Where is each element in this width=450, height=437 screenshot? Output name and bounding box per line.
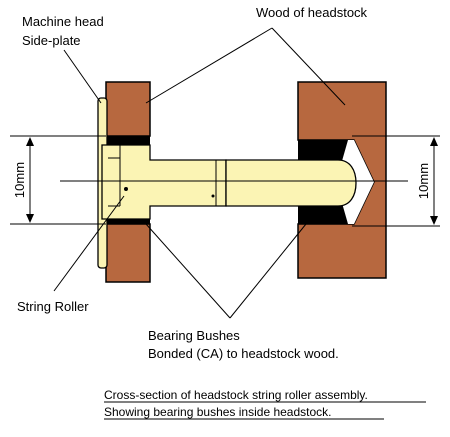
caption-line-2: Showing bearing bushes inside headstock. — [104, 405, 331, 419]
side-plate-label: Side-plate — [22, 33, 81, 48]
string-roller — [101, 144, 357, 220]
leader-lines — [53, 27, 346, 319]
machine-head-label: Machine head — [22, 14, 104, 29]
left-dimension: 10mm — [10, 135, 106, 225]
caption: Cross-section of headstock string roller… — [104, 388, 426, 420]
string-roller-label: String Roller — [17, 299, 89, 314]
right-bearing-bushes — [298, 140, 348, 224]
right-dimension: 10mm — [352, 135, 440, 227]
left-wood-block — [105, 81, 151, 283]
bonded-label: Bonded (CA) to headstock wood. — [148, 346, 339, 361]
caption-line-1: Cross-section of headstock string roller… — [104, 388, 368, 402]
dim-right-label: 10mm — [416, 163, 431, 199]
bearing-bushes-label: Bearing Bushes — [148, 328, 240, 343]
wood-of-headstock-label: Wood of headstock — [256, 5, 368, 20]
dim-left-label: 10mm — [12, 162, 27, 198]
